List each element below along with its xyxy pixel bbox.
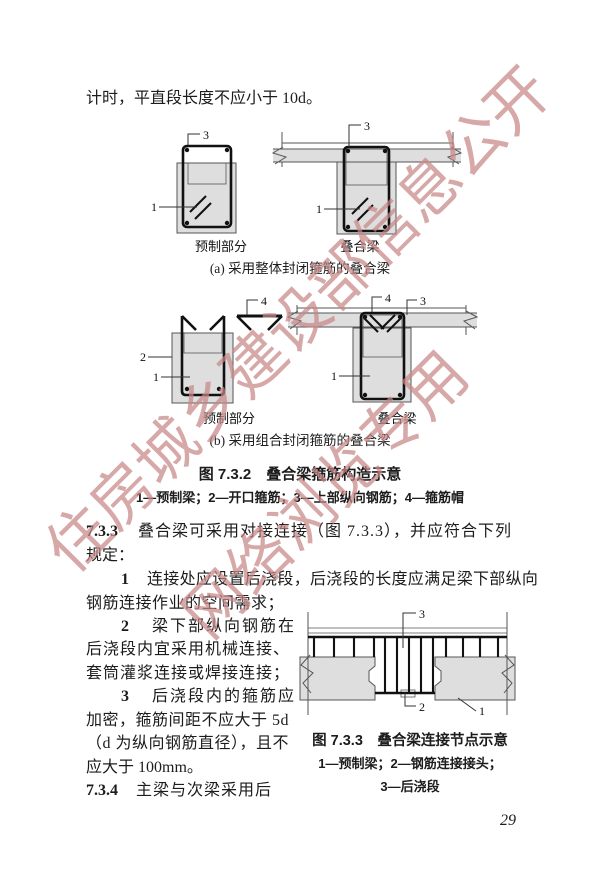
section-number: 7.3.3 (86, 523, 118, 540)
cap-hooks (236, 315, 283, 331)
label3-leader (406, 299, 417, 315)
figure-733-legend-line2: 3—后浇段 (380, 779, 440, 794)
item3-line3: （d 为纵向钢筋直径），且不 (86, 735, 290, 752)
item3-line2: 加密，箍筋间距不应大于 5d (86, 712, 290, 729)
item1-number: 1 (121, 571, 129, 588)
label-3: 3 (419, 607, 425, 621)
item2-line3: 套筒灌浆连接或焊接连接； (86, 665, 291, 682)
break-mark-right (501, 654, 515, 694)
closed-stirrup (342, 145, 391, 233)
boundary-lines (307, 612, 508, 715)
label1-leader (457, 697, 477, 712)
break-mark-left (286, 310, 303, 330)
section-734-number: 7.3.4 (86, 782, 118, 799)
stirrups-right (444, 637, 500, 657)
rebar-dots (345, 148, 388, 230)
cast-cavity (183, 332, 223, 354)
label-3: 3 (203, 128, 209, 142)
break-mark-left (271, 146, 288, 165)
composite-caption: 叠合梁 (340, 239, 379, 254)
figure-732a-diagram: 3 1 预制部分 3 1 叠合梁 (151, 119, 463, 254)
figure-732-legend: 1—预制梁；2—开口箍筋；3—上部纵向钢筋；4—箍筋帽 (136, 490, 464, 505)
item2-line1: 梁下部纵向钢筋在 (152, 618, 297, 635)
item1-line2: 钢筋连接作业的空间需求； (86, 595, 285, 612)
hook-overlap-marks (363, 314, 402, 333)
label-1: 1 (151, 200, 157, 214)
section-733-line2: 规定： (86, 547, 135, 564)
break-mark-right (462, 310, 479, 330)
label-2: 2 (140, 350, 146, 364)
combined-stirrup (359, 311, 406, 401)
slab-top-lines (308, 627, 507, 634)
composite-caption: 叠合梁 (377, 411, 416, 426)
break-mark-right (446, 146, 463, 165)
figure-732a-caption: (a) 采用整体封闭箍筋的叠合梁 (209, 261, 391, 276)
rebar-dots (184, 147, 230, 226)
section-734-line: 主梁与次梁采用后 (136, 782, 273, 799)
item2-number: 2 (121, 618, 129, 635)
cast-cavity (345, 148, 388, 186)
stirrups-cast-segment (383, 637, 435, 693)
break-mark-left (300, 654, 314, 694)
slab (288, 313, 477, 327)
precast-section-b: 2 1 预制部分 (140, 315, 255, 426)
rebar-dots (184, 386, 222, 392)
label-3: 3 (420, 294, 426, 308)
item2-line2: 后浇段内宜采用机械连接、 (86, 641, 291, 658)
label-1: 1 (316, 202, 322, 216)
slab (273, 149, 461, 162)
figure-732-title: 图 7.3.2 叠合梁箍筋构造示意 (198, 466, 402, 483)
stirrup-hooks (181, 315, 225, 331)
stirrups-left (312, 637, 376, 657)
label-1: 1 (153, 370, 159, 384)
label3-leader (402, 612, 416, 648)
label-2: 2 (419, 700, 425, 714)
composite-section-b: 4 3 1 叠合梁 (286, 291, 479, 426)
section-733-heading: 7.3.3 (86, 522, 118, 542)
closed-stirrup (181, 144, 233, 229)
label-4: 4 (261, 294, 267, 308)
figure-733-legend-line1: 1—预制梁；2—钢筋连接接头； (318, 756, 502, 771)
label2-leader (404, 693, 416, 707)
precast-section-a: 3 1 预制部分 (151, 128, 247, 254)
precast-caption: 预制部分 (195, 239, 247, 254)
label-1: 1 (331, 369, 337, 383)
item3-number: 3 (121, 688, 129, 705)
section-733-line1: 叠合梁可采用对接连接（图 7.3.3），并应符合下列 (138, 523, 513, 540)
cast-cavity (362, 314, 403, 358)
figure-732b-diagram: 2 1 预制部分 4 (140, 291, 479, 426)
item1-line1: 连接处应设置后浇段，后浇段的长度应满足梁下部纵向 (147, 571, 539, 588)
label4-leader (246, 299, 258, 315)
intro-line: 计时，平直段长度不应小于 10d。 (86, 90, 323, 107)
figure-732b-caption: (b) 采用组合封闭箍筋的叠合梁 (209, 433, 391, 448)
page-number: 29 (500, 812, 516, 829)
hatch-marks (189, 195, 212, 220)
label3-leader (348, 124, 361, 147)
label-4: 4 (385, 291, 391, 305)
item3-line4: 应大于 100mm。 (86, 759, 203, 776)
composite-section-a: 3 1 叠合梁 (271, 119, 463, 254)
open-stirrup (180, 316, 226, 397)
cast-cavity (187, 162, 227, 185)
precast-beam-right (434, 656, 516, 701)
stirrup-cap: 4 (236, 294, 283, 331)
label-1: 1 (479, 704, 485, 718)
item3-line1: 后浇段内的箍筋应 (152, 688, 297, 705)
label4-leader (371, 296, 382, 312)
figure-733-diagram: 3 2 1 (299, 607, 516, 718)
beam-web (336, 161, 397, 235)
precast-beam-left (299, 656, 376, 701)
label3-leader (187, 133, 200, 145)
label-3: 3 (364, 119, 370, 133)
hatch-marks (351, 197, 374, 222)
precast-caption: 预制部分 (203, 411, 255, 426)
figure-733-title: 图 7.3.3 叠合梁连接节点示意 (312, 733, 508, 749)
